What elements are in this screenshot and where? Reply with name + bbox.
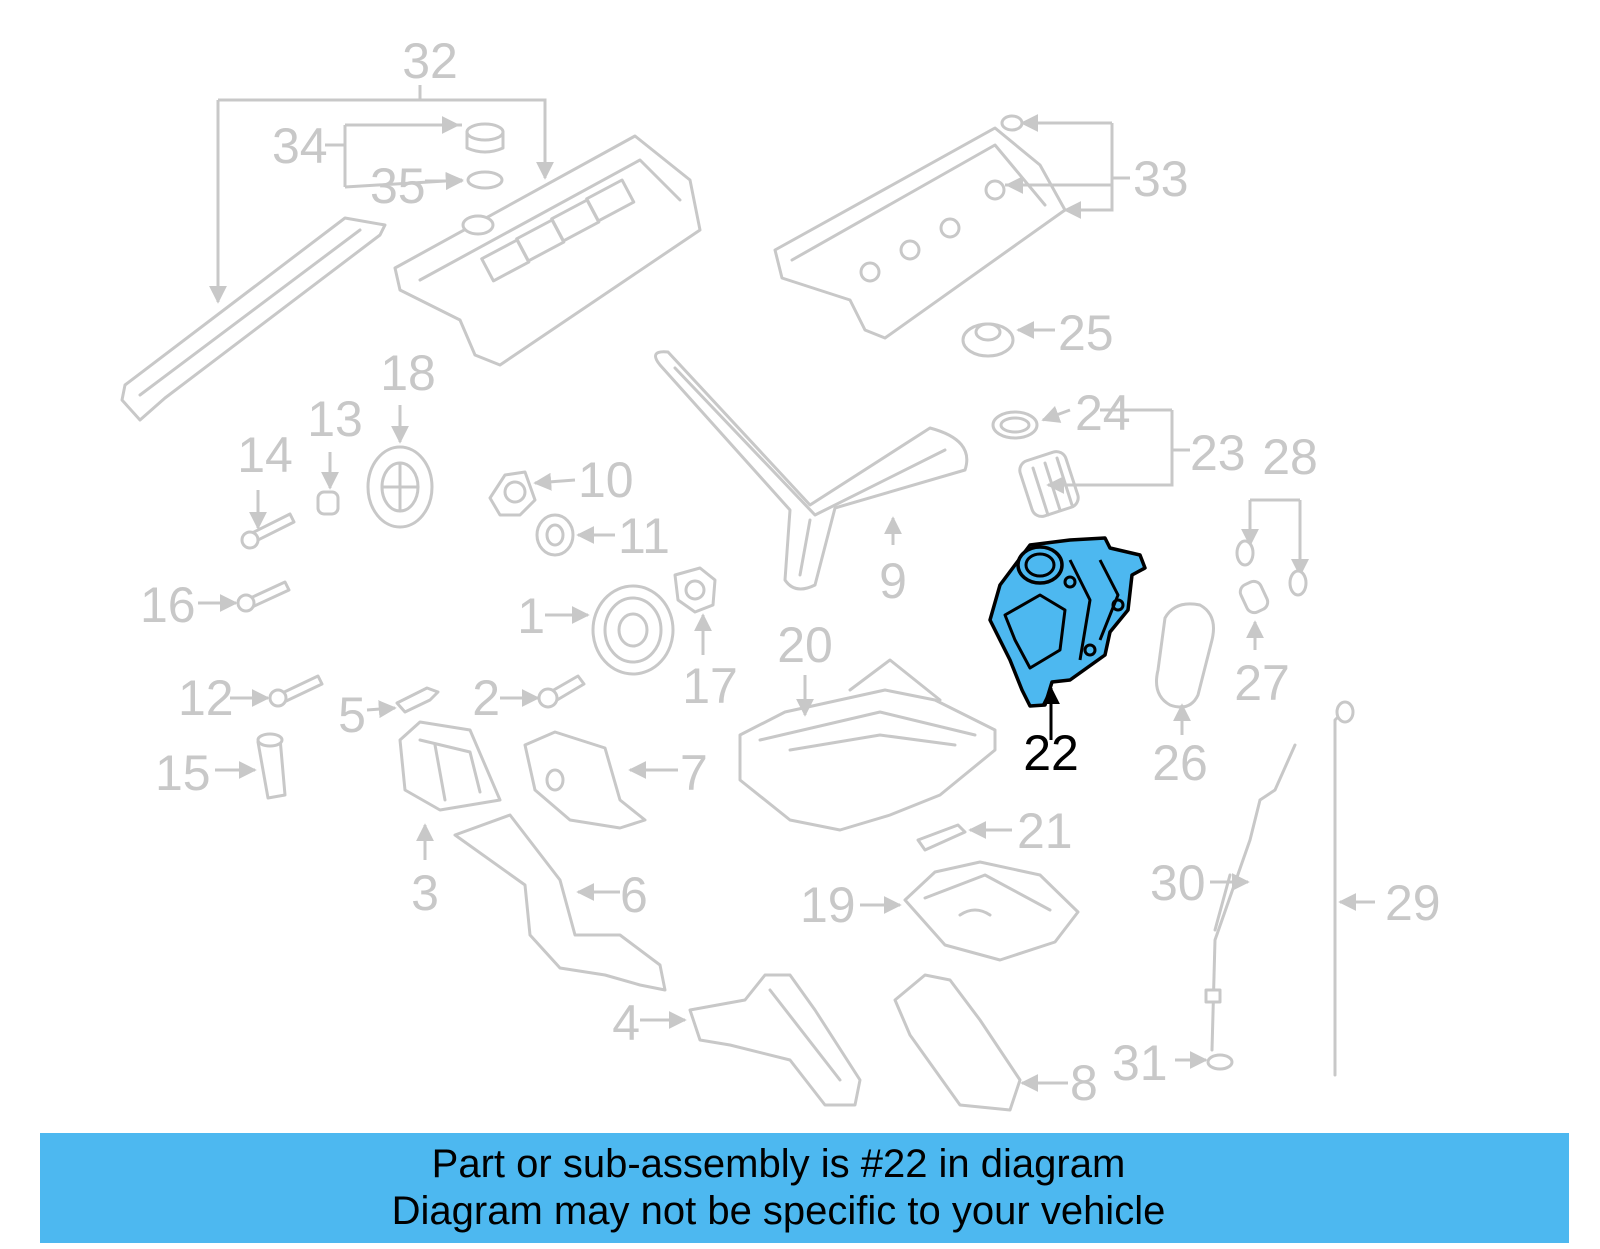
callout-3: 3 bbox=[411, 865, 439, 921]
callout-33: 33 bbox=[1133, 151, 1189, 207]
callout-1: 1 bbox=[517, 588, 545, 644]
callout-15: 15 bbox=[155, 745, 211, 801]
callout-6: 6 bbox=[620, 867, 648, 923]
part-25 bbox=[961, 321, 1055, 358]
info-banner: Part or sub-assembly is #22 in diagram D… bbox=[40, 1133, 1569, 1243]
callout-29: 29 bbox=[1385, 875, 1441, 931]
callout-17: 17 bbox=[682, 658, 738, 714]
callout-24: 24 bbox=[1075, 385, 1131, 441]
callout-30: 30 bbox=[1150, 855, 1206, 911]
callout-26: 26 bbox=[1152, 735, 1208, 791]
callout-labels: 1 2 3 4 5 6 7 8 9 10 11 12 13 14 15 16 1… bbox=[140, 33, 1441, 1111]
part-33-group bbox=[773, 114, 1130, 340]
parts-1-17 bbox=[545, 566, 717, 676]
callout-25: 25 bbox=[1058, 305, 1114, 361]
callout-34: 34 bbox=[272, 118, 328, 174]
part-22-highlighted bbox=[988, 536, 1147, 740]
banner-line-disclaimer: Diagram may not be specific to your vehi… bbox=[391, 1189, 1166, 1233]
callout-16: 16 bbox=[140, 577, 196, 633]
part-26-27-28 bbox=[1155, 498, 1307, 735]
parts-3-4-6-7-8 bbox=[398, 720, 1068, 1112]
parts-19-20-21 bbox=[738, 658, 1080, 962]
callout-32: 32 bbox=[402, 33, 458, 89]
parts-29-30-31 bbox=[1175, 700, 1375, 1077]
part-9-timing-belt bbox=[654, 350, 969, 591]
callout-23: 23 bbox=[1190, 425, 1246, 481]
callout-21: 21 bbox=[1017, 803, 1073, 859]
callout-14: 14 bbox=[237, 427, 293, 483]
callout-9: 9 bbox=[879, 553, 907, 609]
parts-13-14-16-18 bbox=[198, 405, 434, 613]
callout-18: 18 bbox=[380, 345, 436, 401]
valve-cover-gasket bbox=[773, 126, 1067, 340]
callout-8: 8 bbox=[1070, 1055, 1098, 1111]
callout-13: 13 bbox=[307, 391, 363, 447]
callout-35: 35 bbox=[370, 158, 426, 214]
part-23-24 bbox=[991, 405, 1190, 518]
timing-guide-rail bbox=[120, 216, 387, 422]
cap-seal-ring bbox=[466, 170, 504, 190]
callout-10: 10 bbox=[578, 452, 634, 508]
callout-31: 31 bbox=[1112, 1035, 1168, 1091]
callout-4: 4 bbox=[612, 995, 640, 1051]
callout-19: 19 bbox=[800, 877, 856, 933]
cover-26 bbox=[1155, 602, 1215, 709]
parts-10-11 bbox=[488, 470, 615, 557]
callout-5: 5 bbox=[338, 687, 366, 743]
oil-filler-cap bbox=[465, 122, 505, 142]
callout-22-highlighted: 22 bbox=[1023, 725, 1079, 781]
callout-27: 27 bbox=[1234, 655, 1290, 711]
part-32-group bbox=[120, 85, 702, 422]
callout-28: 28 bbox=[1262, 429, 1318, 485]
parts-2-5-12-15 bbox=[215, 674, 586, 800]
callout-20: 20 bbox=[777, 617, 833, 673]
callout-12: 12 bbox=[178, 670, 234, 726]
callout-7: 7 bbox=[680, 745, 708, 801]
callout-2: 2 bbox=[472, 670, 500, 726]
callout-11: 11 bbox=[618, 508, 670, 564]
banner-line-part: Part or sub-assembly is #22 in diagram bbox=[431, 1142, 1126, 1186]
